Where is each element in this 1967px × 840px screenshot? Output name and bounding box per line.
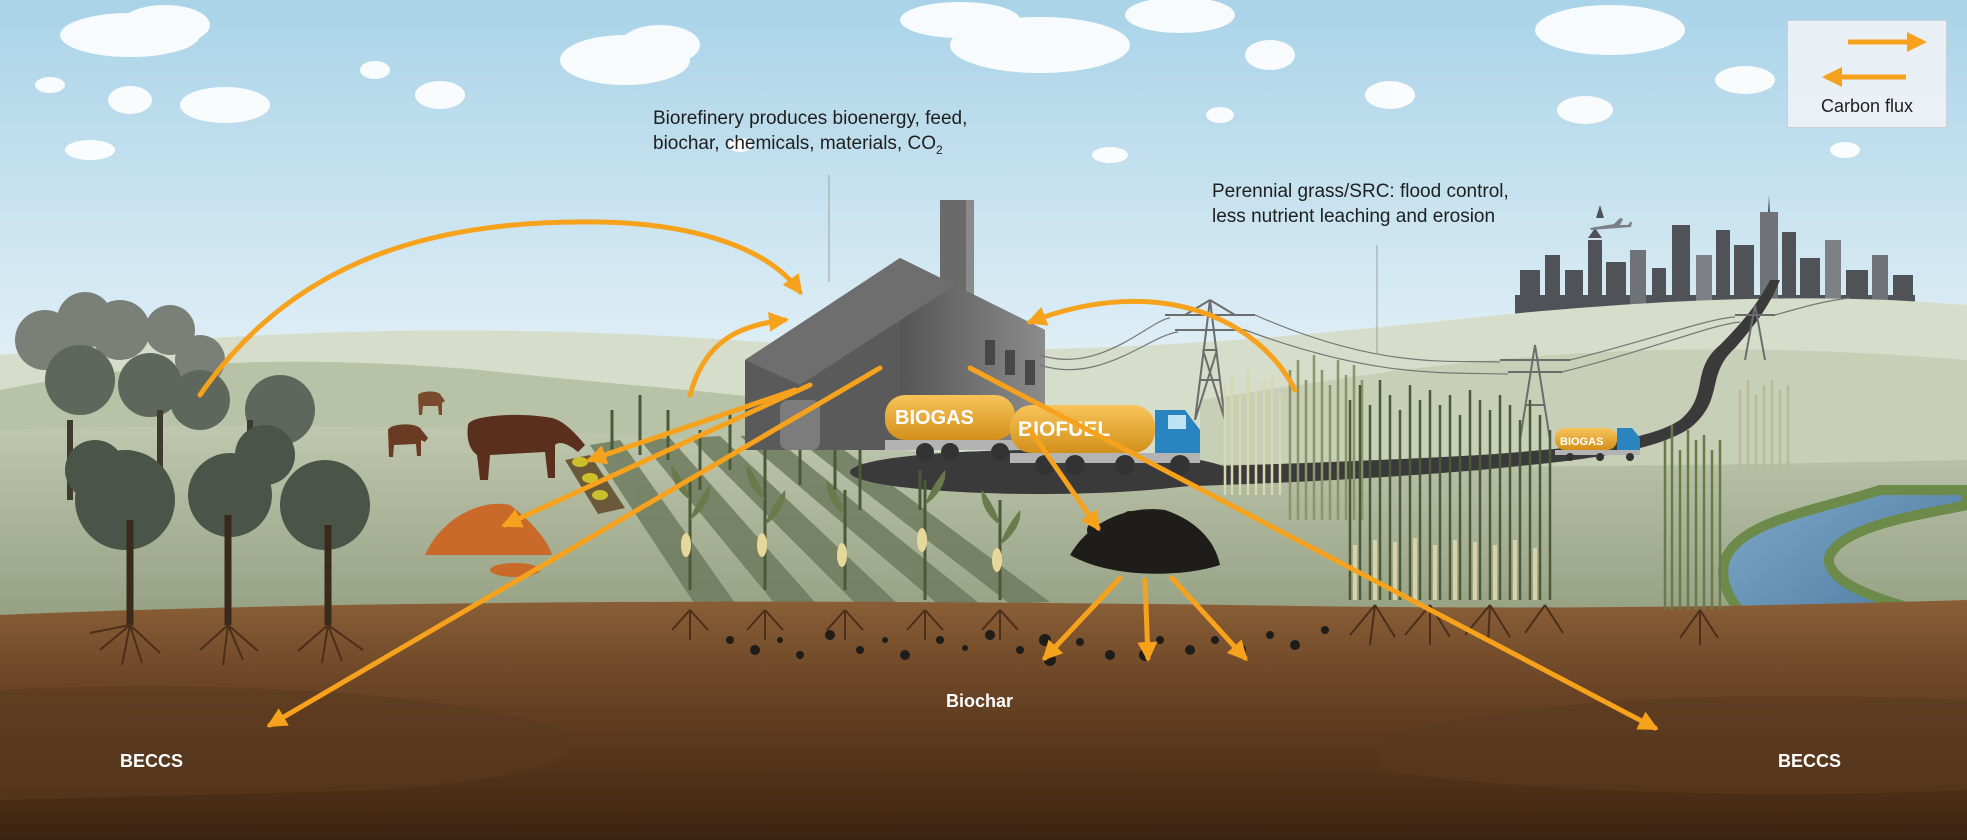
crop-roots xyxy=(671,609,1019,640)
corn-ears xyxy=(681,528,1002,572)
truck-biogas: BIOGAS xyxy=(885,395,1025,461)
arrow-trees-to-biorefinery xyxy=(197,219,803,398)
soil-band-right xyxy=(1380,696,1967,794)
power-pylons xyxy=(1165,299,1775,441)
corn-leaves xyxy=(671,465,1021,545)
truck-small-biogas: BIOGAS xyxy=(1555,428,1640,461)
carbon-flux-arrows xyxy=(197,219,1659,731)
beccs-label-left: BECCS xyxy=(120,751,184,771)
airplane-icon xyxy=(1590,218,1632,230)
biorefinery-caption: Biorefinery produces bioenergy, feed, bi… xyxy=(653,106,967,163)
biochar-pile xyxy=(1070,509,1220,574)
perennial-caption-line1: Perennial grass/SRC: flood control, xyxy=(1212,181,1509,202)
power-cables xyxy=(1039,297,1851,375)
biorefinery-caption-line2: biochar, chemicals, materials, CO2 xyxy=(653,131,967,163)
cattle xyxy=(388,391,585,480)
truck-small-biogas-label: BIOGAS xyxy=(1560,436,1603,448)
beccs-label-right: BECCS xyxy=(1778,751,1842,771)
legend-arrows xyxy=(1822,32,1927,87)
legend-label: Carbon flux xyxy=(1820,96,1914,116)
arrow-biochar-to-soil-mid xyxy=(1137,577,1158,662)
perennial-caption-line2: less nutrient leaching and erosion xyxy=(1212,206,1496,227)
perennial-grass xyxy=(1223,355,1790,610)
truck-biogas-label: BIOGAS xyxy=(895,407,974,429)
grass-roots xyxy=(1349,604,1719,646)
arrow-biorefinery-to-beccs-left xyxy=(266,365,883,728)
arrow-biorefinery-to-biochar xyxy=(1027,427,1101,532)
arrow-biorefinery-to-beccs-right xyxy=(967,365,1659,731)
arrow-biorefinery-to-feed-pile xyxy=(501,382,813,528)
co2-subscript: 2 xyxy=(936,142,943,157)
biochar-label: Biochar xyxy=(946,691,1014,711)
arrow-biochar-to-soil-right xyxy=(1169,575,1248,661)
arrow-crops-to-biorefinery xyxy=(687,311,789,398)
arrow-grass-to-biorefinery xyxy=(1026,299,1298,393)
biorefinery-caption-line1: Biorefinery produces bioenergy, feed, xyxy=(653,108,968,129)
truck-biofuel-label: BIOFUEL xyxy=(1018,418,1110,441)
biorefinery-caption-line2-text: biochar, chemicals, materials, CO xyxy=(653,133,936,154)
perennial-caption: Perennial grass/SRC: flood control, less… xyxy=(1212,179,1509,229)
soil-band-left xyxy=(0,686,571,800)
legend: Carbon flux xyxy=(1787,20,1947,128)
arrow-biochar-to-soil-left xyxy=(1042,575,1123,661)
clouds xyxy=(35,0,1860,163)
arrow-biorefinery-to-feed xyxy=(586,387,798,465)
trees xyxy=(15,292,370,666)
